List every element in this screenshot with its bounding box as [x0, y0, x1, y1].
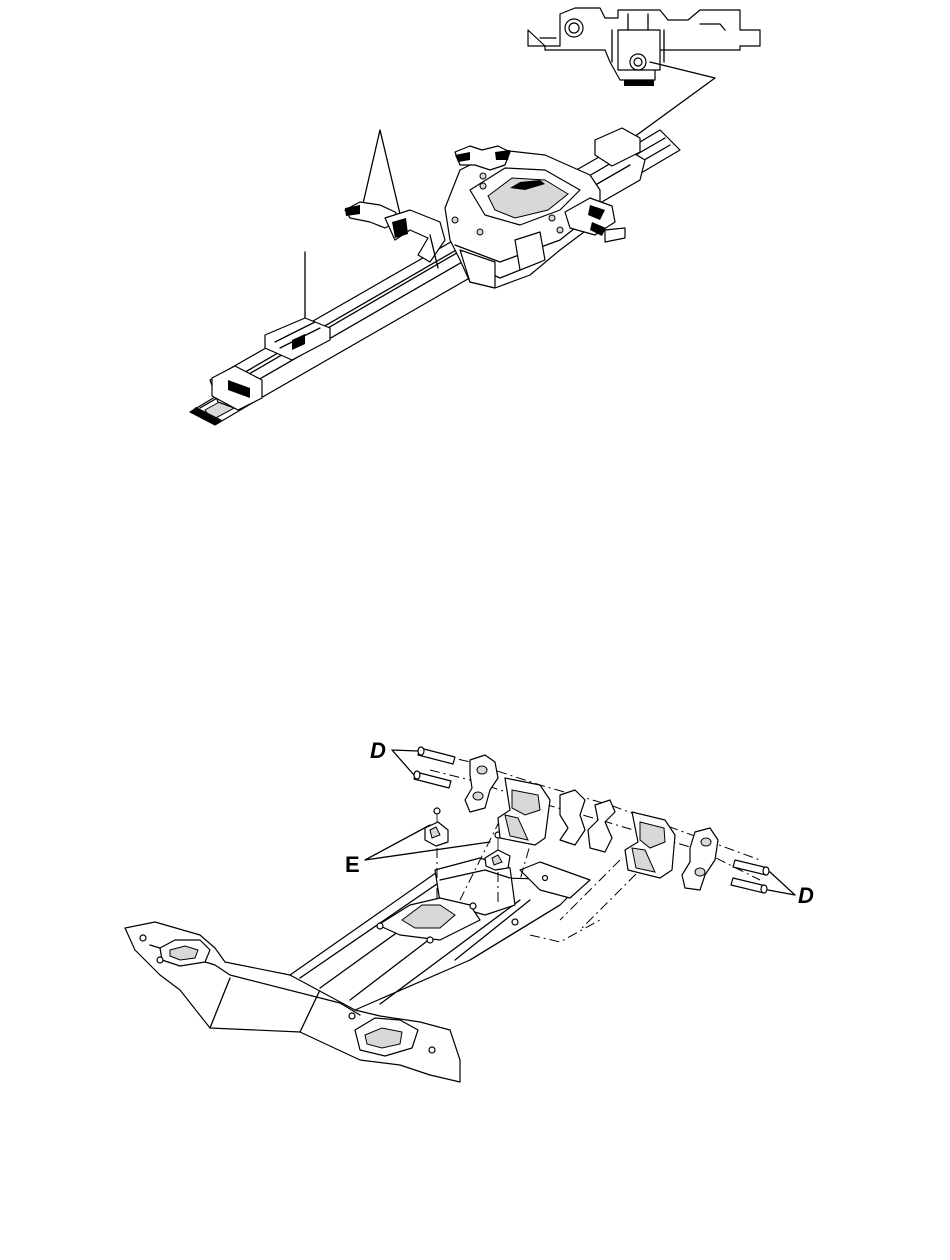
rail-track	[190, 128, 680, 425]
callout-e: E	[345, 852, 360, 877]
callout-d-top: D	[370, 738, 386, 763]
bolts-bottom-right	[731, 860, 795, 895]
left-clamp	[345, 202, 445, 268]
clip-left	[425, 808, 448, 846]
bottom-exploded-figure: D D E	[125, 738, 814, 1082]
top-clamp	[455, 146, 510, 170]
inset-detail-view	[528, 8, 760, 140]
top-assembly-figure	[190, 8, 760, 425]
leader-line-pair	[362, 130, 400, 214]
bolts-top-left	[392, 747, 455, 788]
callout-d-right: D	[798, 883, 814, 908]
